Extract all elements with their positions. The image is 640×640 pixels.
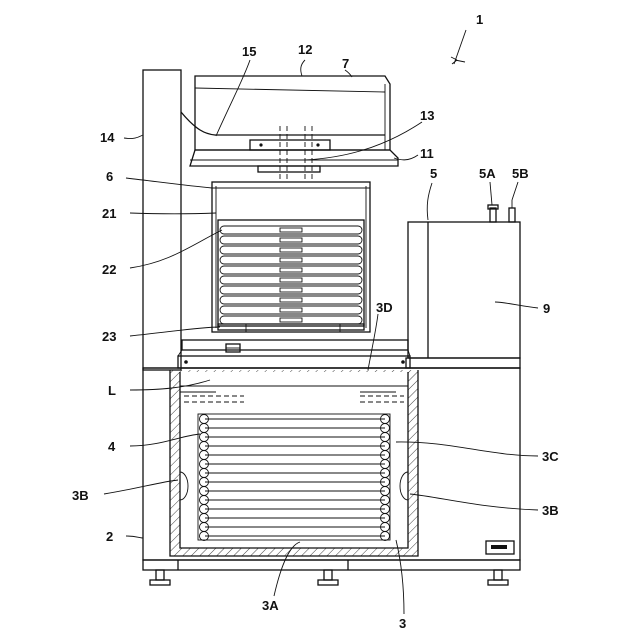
feet <box>150 570 508 585</box>
coil <box>198 414 390 541</box>
coil-turns <box>200 415 390 541</box>
label-apparatus: 1 <box>476 12 483 27</box>
label-cage: 6 <box>106 169 113 184</box>
label-tank-wall: 3C <box>542 449 559 464</box>
label-tank-side-right: 3B <box>542 503 559 518</box>
label-head-cover: 7 <box>342 56 349 71</box>
head-assembly <box>181 76 398 182</box>
label-rack-base: 23 <box>102 329 116 344</box>
label-frame: 21 <box>102 206 116 221</box>
label-tank-top: 3D <box>376 300 393 315</box>
label-tank-body: 2 <box>106 529 113 544</box>
label-lift-rods: 13 <box>420 108 434 123</box>
label-tank: 3 <box>399 616 406 631</box>
label-control-box: 9 <box>543 301 550 316</box>
unit-housing <box>406 200 520 368</box>
racks <box>220 226 362 324</box>
label-coil: 4 <box>108 439 116 454</box>
label-liquid-level: L <box>108 383 116 398</box>
leader-lines <box>104 30 538 614</box>
label-port-a: 5A <box>479 166 496 181</box>
label-unit-housing: 5 <box>430 166 437 181</box>
label-port-b: 5B <box>512 166 529 181</box>
tank-top <box>178 340 410 368</box>
label-racks: 22 <box>102 262 116 277</box>
cage <box>212 182 370 332</box>
label-arm: 15 <box>242 44 256 59</box>
reference-labels: 1 12 7 15 13 14 11 6 5 5A 5B 21 22 9 3D … <box>72 12 559 631</box>
column <box>143 70 181 370</box>
label-lift-base: 11 <box>420 146 434 161</box>
label-tank-bottom: 3A <box>262 598 279 613</box>
label-column: 14 <box>100 130 115 145</box>
label-top-plate: 12 <box>298 42 312 57</box>
label-tank-side-left: 3B <box>72 488 89 503</box>
